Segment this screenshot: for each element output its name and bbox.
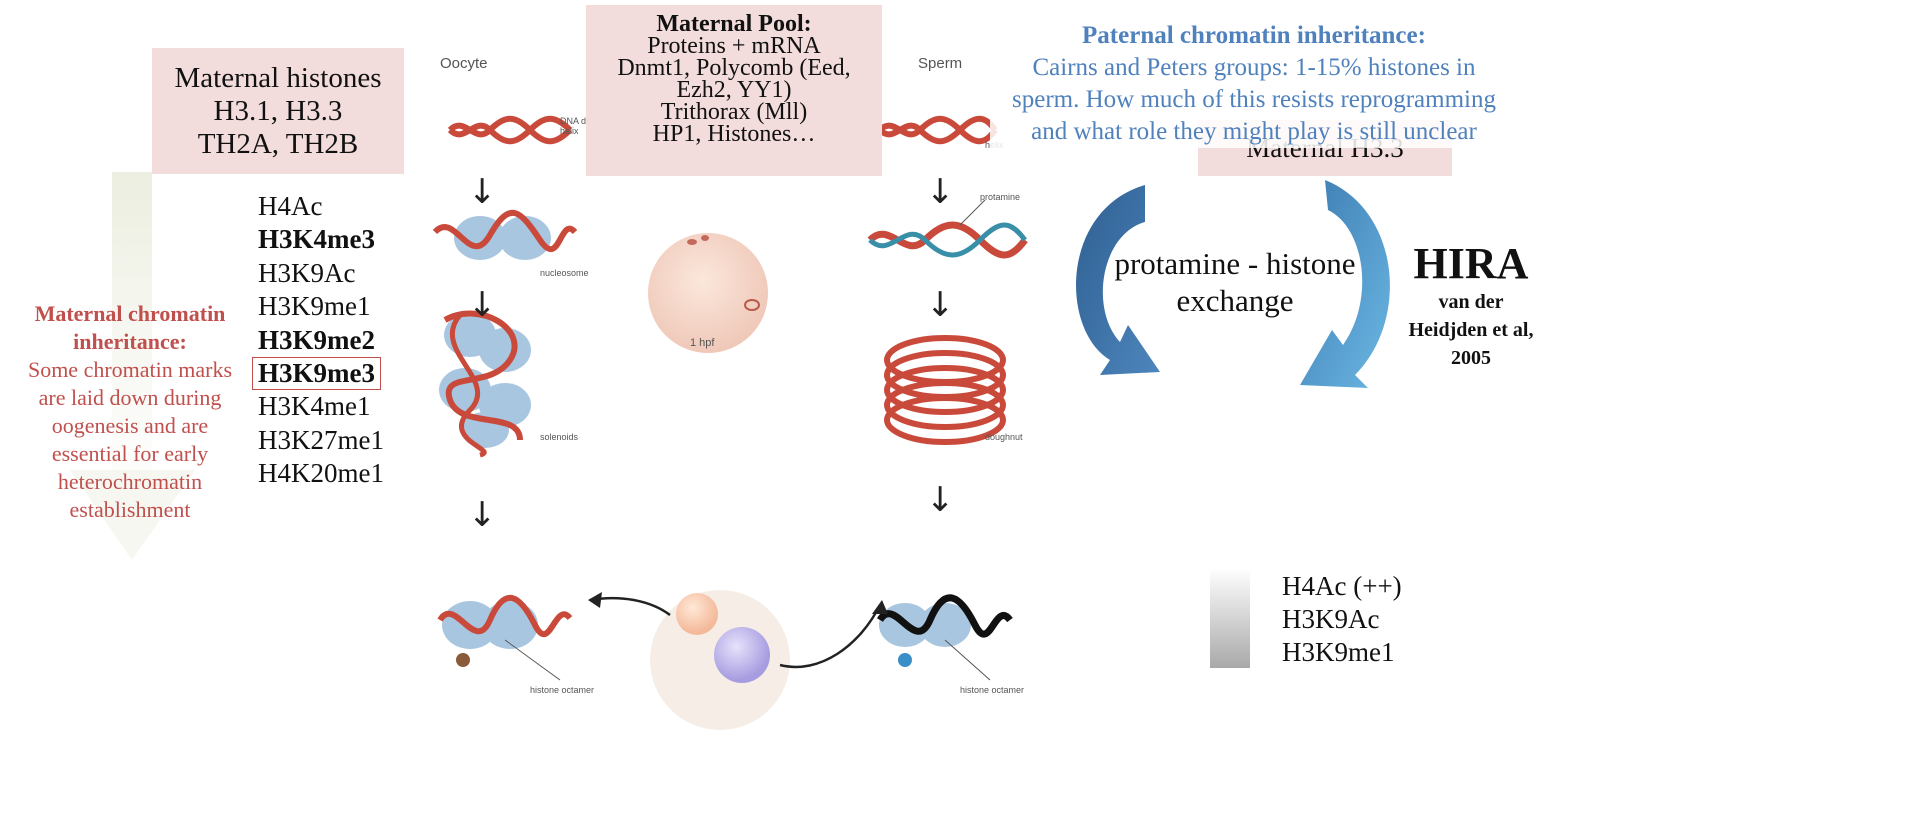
maternal-pool-title: Maternal Pool: <box>586 13 882 35</box>
sperm-dna-helix <box>880 119 995 142</box>
protamine-label: protamine <box>980 192 1020 202</box>
oocyte-nucleosome <box>435 213 575 260</box>
maternal-inheritance-body4: essential for early <box>5 440 255 468</box>
maternal-inheritance-body6: establishment <box>5 496 255 524</box>
maternal-inheritance-body2: are laid down during <box>5 384 255 412</box>
maternal-histones-line1: Maternal histones <box>152 62 404 95</box>
paternal-inheritance-note: Paternal chromatin inheritance: Cairns a… <box>990 20 1518 148</box>
oocyte-arrow-3: ↓ <box>468 495 497 535</box>
paternal-gradient-bar <box>1210 568 1250 668</box>
sperm-toroid <box>887 338 1003 442</box>
paternal-mark-item: H3K9Ac <box>1282 603 1402 636</box>
maternal-histones-line2: H3.1, H3.3 <box>152 95 404 128</box>
mark-item: H3K4me3 <box>258 223 384 256</box>
maternal-pool-line3: Ezh2, YY1) <box>586 79 882 101</box>
hira-title: HIRA <box>1390 240 1552 288</box>
zygote-cell <box>648 233 768 353</box>
oocyte-octamer-label: histone octamer <box>530 685 594 695</box>
maternal-histones-box: Maternal histones H3.1, H3.3 TH2A, TH2B <box>152 48 404 174</box>
paternal-inheritance-line3: and what role they might play is still u… <box>990 116 1518 148</box>
exchange-label: protamine - histone exchange <box>1075 245 1395 319</box>
maternal-pool-line1: Proteins + mRNA <box>586 35 882 57</box>
maternal-pool-box: Maternal Pool: Proteins + mRNA Dnmt1, Po… <box>586 5 882 176</box>
sperm-histone-octamer <box>879 598 1010 680</box>
oocyte-solenoid <box>439 313 531 455</box>
paternal-mark-item: H3K9me1 <box>1282 636 1402 669</box>
zygote-timepoint: 1 hpf <box>690 337 714 349</box>
maternal-pool-line4: Trithorax (Mll) <box>586 101 882 123</box>
maternal-pool-line2: Dnmt1, Polycomb (Eed, <box>586 57 882 79</box>
doughnut-label: doughnut <box>985 432 1023 442</box>
maternal-inheritance-body1: Some chromatin marks <box>5 356 255 384</box>
maternal-inheritance-note: Maternal chromatin inheritance: Some chr… <box>5 300 255 524</box>
maternal-inheritance-body5: heterochromatin <box>5 468 255 496</box>
paternal-inheritance-line2: sperm. How much of this resists reprogra… <box>990 84 1518 116</box>
sperm-arrow-3: ↓ <box>926 480 955 520</box>
bottom-zygote <box>588 590 888 730</box>
nucleosome-label: nucleosome <box>540 268 589 278</box>
paternal-mark-item: H4Ac (++) <box>1282 570 1402 603</box>
hira-cite1: van der <box>1390 288 1552 316</box>
hira-cite3: 2005 <box>1390 344 1552 372</box>
maternal-inheritance-title2: inheritance: <box>5 328 255 356</box>
maternal-histones-line3: TH2A, TH2B <box>152 128 404 161</box>
sperm-title: Sperm <box>918 55 962 72</box>
hira-cite2: Heidjden et al, <box>1390 316 1552 344</box>
mark-item: H4K20me1 <box>258 457 384 490</box>
mark-item: H3K9me2 <box>258 324 384 357</box>
paternal-inheritance-title: Paternal chromatin inheritance: <box>990 20 1518 52</box>
sperm-arrow-2: ↓ <box>926 285 955 325</box>
mark-item-highlighted: H3K9me3 <box>252 357 381 390</box>
mark-item: H3K4me1 <box>258 390 384 423</box>
sperm-octamer-label: histone octamer <box>960 685 1024 695</box>
exchange-line1: protamine - histone <box>1075 245 1395 282</box>
sperm-arrow-1: ↓ <box>926 172 955 212</box>
exchange-line2: exchange <box>1075 282 1395 319</box>
oocyte-dna-helix <box>450 119 570 142</box>
maternal-inheritance-title1: Maternal chromatin <box>5 300 255 328</box>
oocyte-histone-octamer <box>440 598 570 680</box>
mark-item: H3K27me1 <box>258 424 384 457</box>
paternal-marks-list: H4Ac (++) H3K9Ac H3K9me1 <box>1282 570 1402 669</box>
maternal-pool-line5: HP1, Histones… <box>586 123 882 145</box>
oocyte-marks-list: H4Ac H3K4me3 H3K9Ac H3K9me1 H3K9me2 H3K9… <box>258 190 384 491</box>
mark-item: H3K9Ac <box>258 257 384 290</box>
mark-item: H4Ac <box>258 190 384 223</box>
paternal-inheritance-line1: Cairns and Peters groups: 1-15% histones… <box>990 52 1518 84</box>
solenoid-label: solenoids <box>540 432 578 442</box>
oocyte-arrow-2: ↓ <box>468 285 497 325</box>
oocyte-arrow-1: ↓ <box>468 172 497 212</box>
mark-item: H3K9me1 <box>258 290 384 323</box>
oocyte-title: Oocyte <box>440 55 488 72</box>
hira-block: HIRA van der Heidjden et al, 2005 <box>1390 240 1552 372</box>
maternal-inheritance-body3: oogenesis and are <box>5 412 255 440</box>
